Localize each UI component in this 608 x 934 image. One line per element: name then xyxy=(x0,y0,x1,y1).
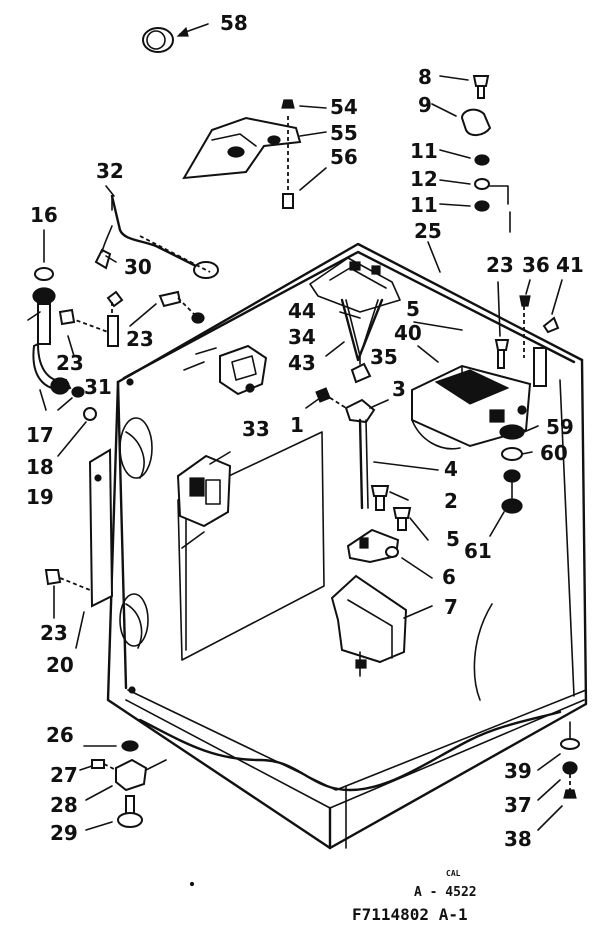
callout-39: 39 xyxy=(504,759,532,783)
callout-40: 40 xyxy=(394,321,422,345)
top-brace xyxy=(309,257,401,313)
callout-3: 3 xyxy=(392,377,406,401)
part-32-hose xyxy=(94,194,219,279)
part-1-3-4-rod xyxy=(305,387,439,510)
callout-26: 26 xyxy=(46,723,74,747)
part-37-39-foot xyxy=(537,721,580,831)
callout-7: 7 xyxy=(444,595,458,619)
callout-25: 25 xyxy=(414,219,442,243)
callout-18: 18 xyxy=(26,455,54,479)
stray-dot xyxy=(189,881,195,887)
callout-43: 43 xyxy=(288,351,316,375)
callout-8: 8 xyxy=(418,65,432,89)
part-55-bracket xyxy=(182,99,327,209)
callout-1: 1 xyxy=(290,413,304,437)
callout-31: 31 xyxy=(84,375,112,399)
callout-29: 29 xyxy=(50,821,78,845)
part-20-panel xyxy=(44,448,114,649)
callout-38: 38 xyxy=(504,827,532,851)
part-36-41 xyxy=(494,279,563,387)
callout-12: 12 xyxy=(410,167,438,191)
callout-56: 56 xyxy=(330,145,358,169)
callout-60: 60 xyxy=(540,441,568,465)
part-16-to-19 xyxy=(32,229,97,457)
part-43-bracket xyxy=(183,344,268,396)
model-reference: F7114802 A-1 xyxy=(352,905,468,924)
part-26-29-foot xyxy=(79,740,167,831)
callout-11a: 11 xyxy=(410,139,438,163)
callout-55: 55 xyxy=(330,121,358,145)
part-23-screw xyxy=(158,290,205,324)
callout-4: 4 xyxy=(444,457,458,481)
part-8-to-12-stack xyxy=(431,75,511,233)
callout-5a: 5 xyxy=(406,297,420,321)
leader-25 xyxy=(427,241,441,273)
callout-11b: 11 xyxy=(410,193,438,217)
callout-41: 41 xyxy=(556,253,584,277)
callout-23c: 23 xyxy=(56,351,84,375)
callout-36: 36 xyxy=(522,253,550,277)
callout-23d: 23 xyxy=(40,621,68,645)
callout-9: 9 xyxy=(418,93,432,117)
callout-23a: 23 xyxy=(486,253,514,277)
callout-33: 33 xyxy=(242,417,270,441)
callout-35: 35 xyxy=(370,345,398,369)
leader-arrows xyxy=(27,185,539,619)
part-33-switch xyxy=(176,454,232,549)
callout-58: 58 xyxy=(220,11,248,35)
callout-44: 44 xyxy=(288,299,316,323)
callout-23b: 23 xyxy=(126,327,154,351)
part-40-panel xyxy=(411,364,532,450)
callout-54: 54 xyxy=(330,95,358,119)
callout-labels: 58 8 9 54 55 56 11 12 11 32 16 25 30 23 … xyxy=(26,11,584,851)
drawing-number: A - 4522 xyxy=(414,885,477,900)
callout-27: 27 xyxy=(50,763,78,787)
callout-6: 6 xyxy=(442,565,456,589)
callout-37: 37 xyxy=(504,793,532,817)
part-6-7-pump xyxy=(330,528,408,677)
cabinet-body xyxy=(106,242,588,850)
callout-32: 32 xyxy=(96,159,124,183)
callout-17: 17 xyxy=(26,423,54,447)
callout-20: 20 xyxy=(46,653,74,677)
callout-19: 19 xyxy=(26,485,54,509)
part-59-60-61 xyxy=(489,424,525,537)
part-58-plug xyxy=(142,23,209,53)
part-34-35 xyxy=(340,298,384,384)
callout-5b: 5 xyxy=(446,527,460,551)
part-30-31 xyxy=(58,290,124,347)
callout-16: 16 xyxy=(30,203,58,227)
callout-34: 34 xyxy=(288,325,316,349)
callout-30: 30 xyxy=(124,255,152,279)
callout-2: 2 xyxy=(444,489,458,513)
callout-61: 61 xyxy=(464,539,492,563)
callout-59: 59 xyxy=(546,415,574,439)
callout-28: 28 xyxy=(50,793,78,817)
cal-mark: CAL xyxy=(446,869,461,878)
part-2-5-bolts xyxy=(370,485,412,531)
